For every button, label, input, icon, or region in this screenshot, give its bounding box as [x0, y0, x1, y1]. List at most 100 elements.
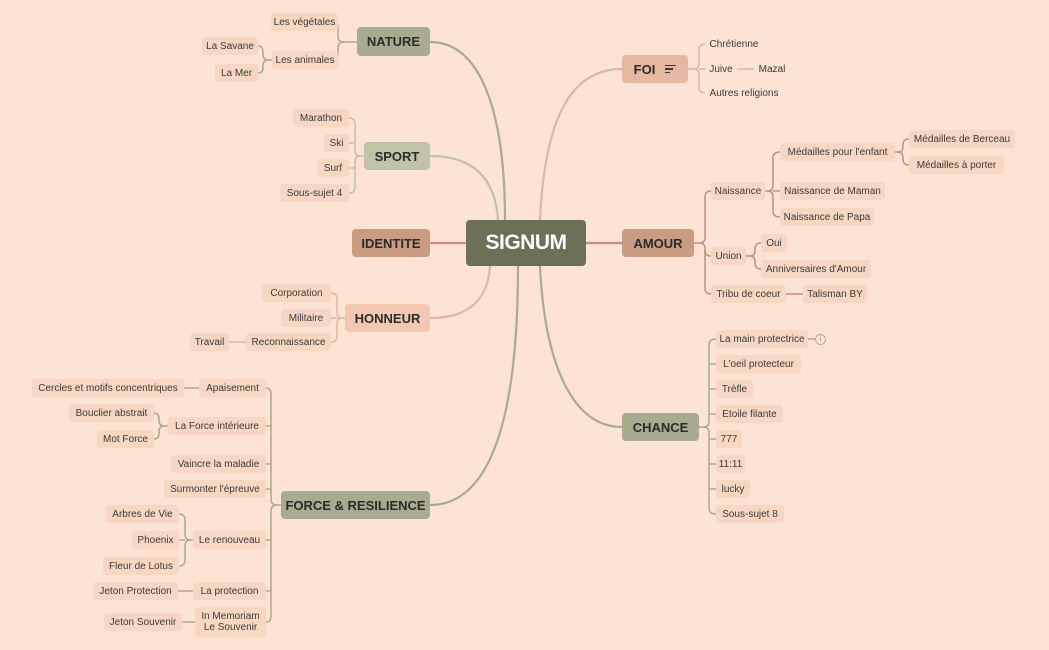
subtopic-ski[interactable]: Ski [324, 134, 349, 152]
subtopic-arbres[interactable]: Arbres de Vie [106, 505, 179, 523]
link [694, 190, 712, 244]
subtopic-protection[interactable]: La protection [193, 582, 266, 600]
topic-label: CHANCE [632, 419, 689, 435]
subtopic-medailles-porter[interactable]: Médailles à porter [909, 156, 1004, 174]
subtopic-777[interactable]: 777 [716, 430, 742, 448]
subtopic-sous-sujet-4[interactable]: Sous-sujet 4 [280, 184, 349, 202]
topic-sport[interactable]: SPORT [364, 142, 430, 170]
subtopic-naissance[interactable]: Naissance [711, 182, 765, 200]
link [265, 387, 281, 506]
root-node[interactable]: SIGNUM [466, 220, 586, 266]
honneur-links [229, 292, 345, 343]
subtopic-tribu-coeur[interactable]: Tribu de coeur [711, 285, 786, 303]
subtopic-vaincre[interactable]: Vaincre la maladie [171, 455, 266, 473]
force-links [153, 387, 281, 623]
topic-label: IDENTITE [361, 235, 421, 251]
topic-honneur[interactable]: HONNEUR [345, 304, 430, 332]
subtopic-etoile-filante[interactable]: Etoile filante [716, 405, 783, 423]
link [895, 138, 910, 153]
subtopic-animales[interactable]: Les animales [272, 51, 338, 69]
subtopic-naissance-maman[interactable]: Naissance de Maman [780, 182, 885, 200]
link [765, 151, 781, 192]
subtopic-mot-force[interactable]: Mot Force [97, 430, 154, 448]
foi-links [688, 43, 754, 94]
subtopic-apaisement[interactable]: Apaisement [199, 379, 266, 397]
root-label: SIGNUM [485, 231, 568, 254]
link [330, 292, 345, 319]
link [257, 59, 269, 74]
subtopic-savane[interactable]: La Savane [202, 37, 258, 55]
topic-chance[interactable]: CHANCE [622, 413, 699, 441]
subtopic-vegetales[interactable]: Les végétales [271, 13, 338, 31]
subtopic-11-11[interactable]: 11:11 [716, 455, 745, 473]
subtopic-reconnaissance[interactable]: Reconnaissance [246, 333, 331, 351]
subtopic-anniversaires[interactable]: Anniversaires d'Amour [761, 260, 871, 278]
subtopic-force-interieure[interactable]: La Force intérieure [168, 417, 266, 435]
subtopic-autres-religions[interactable]: Autres religions [709, 87, 779, 99]
subtopic-cercles[interactable]: Cercles et motifs concentriques [32, 379, 184, 397]
memoriam-line-1: In Memoriam [201, 611, 260, 622]
subtopic-lotus[interactable]: Fleur de Lotus [103, 557, 179, 575]
info-circle-icon[interactable]: i [815, 334, 826, 345]
subtopic-lucky[interactable]: lucky [716, 480, 750, 498]
topic-label: HONNEUR [354, 310, 421, 326]
root-links [429, 40, 623, 507]
link-root-nature [429, 40, 507, 221]
topic-force-resilience[interactable]: FORCE & RESILIENCE [281, 491, 430, 519]
subtopic-jeton-souvenir[interactable]: Jeton Souvenir [104, 613, 182, 631]
link [257, 45, 272, 61]
notes-lines-icon[interactable] [665, 65, 677, 73]
topic-nature[interactable]: NATURE [357, 27, 430, 56]
subtopic-chretienne[interactable]: Chrétienne [709, 38, 759, 50]
subtopic-marathon[interactable]: Marathon [293, 109, 349, 127]
link [749, 255, 762, 270]
subtopic-phoenix[interactable]: Phoenix [132, 531, 179, 549]
subtopic-bouclier[interactable]: Bouclier abstrait [69, 404, 154, 422]
subtopic-jeton-protection[interactable]: Jeton Protection [93, 582, 178, 600]
link [703, 426, 717, 515]
link [699, 242, 712, 295]
subtopic-corporation[interactable]: Corporation [262, 284, 331, 302]
topic-amour[interactable]: AMOUR [622, 229, 694, 257]
subtopic-militaire[interactable]: Militaire [281, 309, 331, 327]
link [153, 412, 168, 427]
subtopic-renouveau[interactable]: Le renouveau [193, 531, 266, 549]
link [767, 190, 781, 218]
link [897, 151, 910, 166]
link-root-force [429, 265, 520, 507]
link [348, 117, 364, 157]
subtopic-oeil-protecteur[interactable]: L'oeil protecteur [716, 355, 801, 373]
subtopic-sous-sujet-8[interactable]: Sous-sujet 8 [716, 505, 784, 523]
subtopic-travail[interactable]: Travail [190, 333, 229, 351]
subtopic-medailles-enfant[interactable]: Médailles pour l'enfant [780, 143, 895, 161]
amour-links [694, 138, 910, 295]
topic-identite[interactable]: IDENTITE [352, 229, 430, 257]
link [153, 425, 165, 440]
link-root-sport [429, 154, 500, 221]
subtopic-surmonter[interactable]: Surmonter l'épreuve [164, 480, 266, 498]
topic-label: NATURE [366, 34, 421, 49]
subtopic-talisman[interactable]: Talisman BY [803, 285, 867, 303]
subtopic-main-protectrice[interactable]: La main protectrice [716, 330, 808, 348]
topic-foi[interactable]: FOI [622, 55, 688, 83]
subtopic-union[interactable]: Union [711, 247, 746, 265]
link [265, 504, 278, 623]
subtopic-mer[interactable]: La Mer [215, 64, 258, 82]
link [746, 242, 762, 257]
subtopic-naissance-papa[interactable]: Naissance de Papa [780, 208, 874, 226]
subtopic-surf[interactable]: Surf [317, 159, 349, 177]
sport-links [348, 117, 364, 194]
topic-label: FORCE & RESILIENCE [285, 497, 426, 513]
link [348, 155, 361, 194]
chance-links [699, 338, 815, 515]
subtopic-mazal[interactable]: Mazal [758, 63, 786, 75]
subtopic-medailles-berceau[interactable]: Médailles de Berceau [909, 130, 1015, 148]
topic-label: AMOUR [633, 235, 683, 251]
subtopic-oui[interactable]: Oui [761, 234, 787, 252]
link [178, 539, 191, 567]
subtopic-juive[interactable]: Juive [709, 63, 733, 75]
subtopic-trefle[interactable]: Trèfle [716, 380, 753, 398]
memoriam-line-2: Le Souvenir [203, 622, 258, 633]
